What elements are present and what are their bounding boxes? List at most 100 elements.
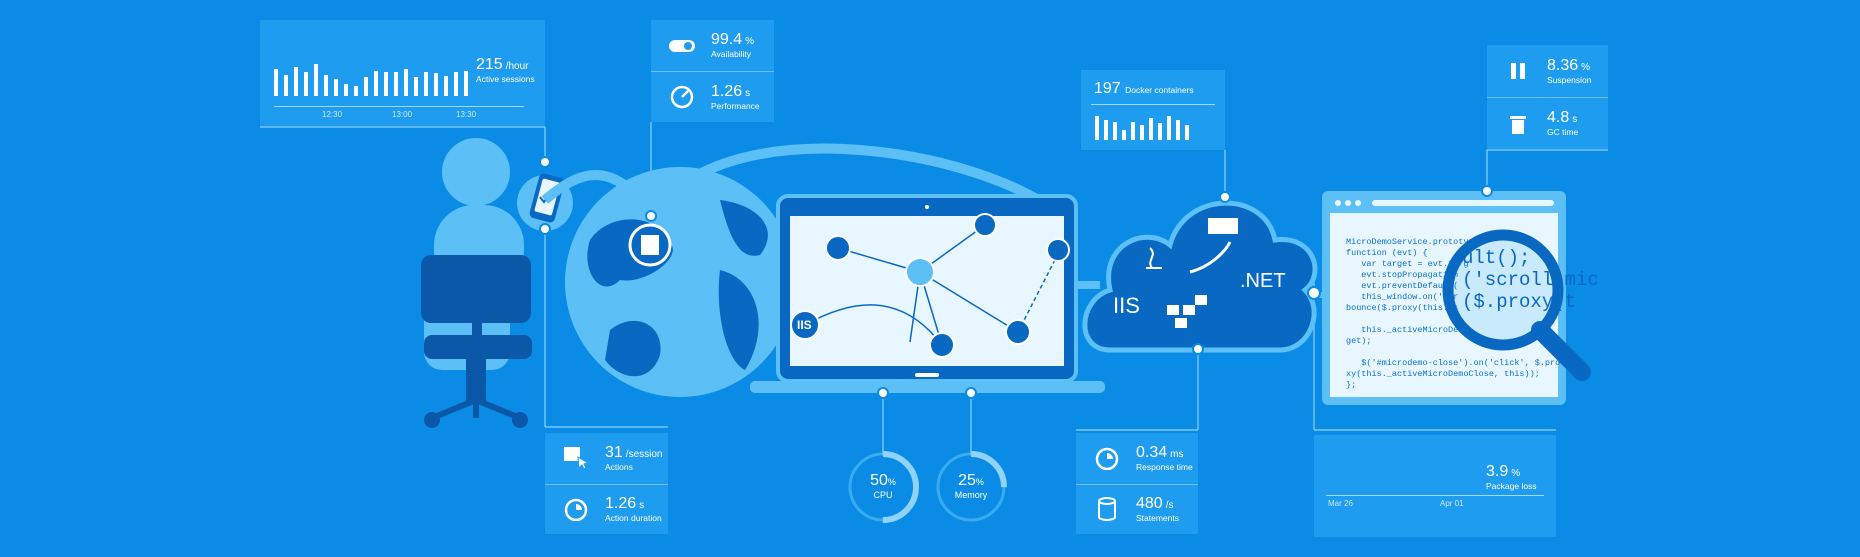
bar: [454, 71, 458, 96]
cpu-unit: %: [887, 477, 896, 487]
bar: [354, 85, 358, 96]
bar: [1176, 120, 1180, 140]
bar: [1167, 116, 1171, 140]
bar: [374, 70, 378, 96]
cpu-ring: [847, 451, 919, 523]
packet-loss-unit: %: [1511, 468, 1521, 479]
tick-label: Apr 01: [1440, 499, 1464, 508]
bar: [414, 77, 418, 96]
suspension-label: Suspension: [1547, 74, 1592, 85]
bar: [444, 75, 448, 96]
bar: [1149, 118, 1153, 140]
stopwatch-icon: [559, 492, 593, 526]
dotnet-label: .NET: [1240, 270, 1286, 292]
action-duration-label: Action duration: [605, 512, 662, 523]
packet-loss-label: Package loss: [1486, 481, 1537, 491]
globe-icon: [565, 167, 795, 397]
suspension-value: 8.36: [1547, 56, 1579, 74]
suspension-unit: %: [1581, 61, 1591, 73]
chair-icon: [421, 255, 532, 428]
actions-unit: /session: [625, 448, 663, 460]
bar: [1131, 121, 1135, 140]
docker-label: Docker containers: [1125, 85, 1194, 95]
docker-panel: 197 Docker containers: [1081, 70, 1225, 150]
cpu-gauge: 50% CPU: [853, 472, 913, 500]
bar: [384, 72, 388, 96]
packet-loss-panel: 3.9% Package loss Mar 26 Apr 01: [1314, 435, 1556, 537]
docker-bar-chart: [1095, 112, 1189, 140]
cloud-icon: [1082, 200, 1318, 353]
memory-unit: %: [975, 477, 984, 487]
iis-label: IIS: [1113, 293, 1140, 318]
bar: [1140, 124, 1144, 140]
gc-value: 4.8: [1547, 109, 1570, 126]
bar: [434, 72, 438, 96]
memory-ring: [935, 451, 1007, 523]
availability-value: 99.4: [711, 31, 743, 48]
availability-unit: %: [745, 36, 755, 47]
bar: [334, 79, 338, 96]
packet-loss-value: 3.9: [1486, 463, 1509, 480]
bar: [274, 69, 278, 96]
bar: [404, 69, 408, 96]
tick-label: 13:30: [456, 110, 477, 119]
action-duration-value: 1.26: [605, 494, 637, 512]
database-icon: [1090, 492, 1124, 526]
bar: [364, 77, 368, 96]
actions-label: Actions: [605, 461, 633, 472]
toggle-icon: [665, 29, 699, 63]
response-time-unit: ms: [1170, 448, 1184, 460]
stopwatch-icon: [1090, 441, 1124, 475]
gc-unit: s: [1572, 114, 1578, 125]
bar: [394, 71, 398, 96]
trash-icon: [1501, 107, 1535, 141]
laptop-iis-label: IIS: [797, 318, 812, 332]
actions-value: 31: [605, 443, 623, 461]
bar: [294, 67, 298, 96]
bar: [284, 74, 288, 96]
performance-label: Performance: [711, 100, 760, 111]
tick-label: 12:30: [322, 110, 343, 119]
response-time-value: 0.34: [1136, 443, 1168, 461]
bar: [464, 70, 468, 96]
sessions-bar-chart: [274, 62, 468, 96]
bar: [1113, 121, 1117, 140]
response-time-label: Response time: [1136, 461, 1193, 472]
availability-label: Availability: [711, 49, 752, 59]
speedometer-icon: [665, 80, 699, 114]
magnifier-icon: [1442, 229, 1591, 381]
bar: [1104, 119, 1108, 140]
bar: [314, 63, 318, 96]
statements-value: 480: [1136, 494, 1163, 512]
docker-value: 197: [1094, 80, 1121, 97]
bar: [1095, 116, 1099, 140]
performance-unit: s: [745, 87, 751, 99]
memory-gauge: 25% Memory: [941, 472, 1001, 500]
code-snippet: MicroDemoService.prototype. function (ev…: [1346, 237, 1566, 390]
bar: [324, 74, 328, 96]
bar: [344, 84, 348, 96]
bar: [304, 71, 308, 96]
sessions-label: Active sessions: [476, 74, 535, 84]
sessions-value: 215: [476, 56, 503, 73]
bar: [1185, 124, 1189, 140]
bar: [424, 72, 428, 96]
statements-unit: /s: [1165, 499, 1174, 511]
click-icon: [559, 441, 593, 475]
sessions-unit: /hour: [505, 61, 529, 72]
tick-label: Mar 26: [1328, 499, 1353, 508]
gc-label: GC time: [1547, 127, 1579, 137]
bar: [1158, 123, 1162, 140]
laptop-icon: [750, 194, 1105, 393]
pause-icon: [1501, 54, 1535, 88]
tick-label: 13:00: [392, 110, 413, 119]
cpu-label: CPU: [873, 490, 893, 500]
active-sessions-panel: 215/hour Active sessions 12:30 13:00 13:…: [260, 20, 545, 126]
memory-label: Memory: [954, 490, 988, 500]
